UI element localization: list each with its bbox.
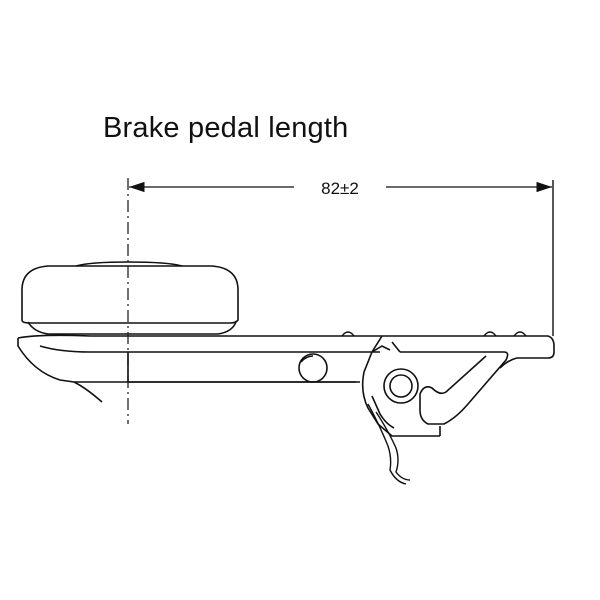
diagram-title: Brake pedal length — [103, 112, 349, 144]
pivot-bolt — [298, 353, 328, 383]
cable — [367, 403, 411, 485]
pedal-arm — [17, 334, 555, 403]
dimension-label: 82±2 — [321, 179, 359, 198]
rivet-bumps — [341, 331, 527, 337]
pedal-bracket — [361, 335, 509, 437]
pedal-pad — [21, 261, 239, 335]
